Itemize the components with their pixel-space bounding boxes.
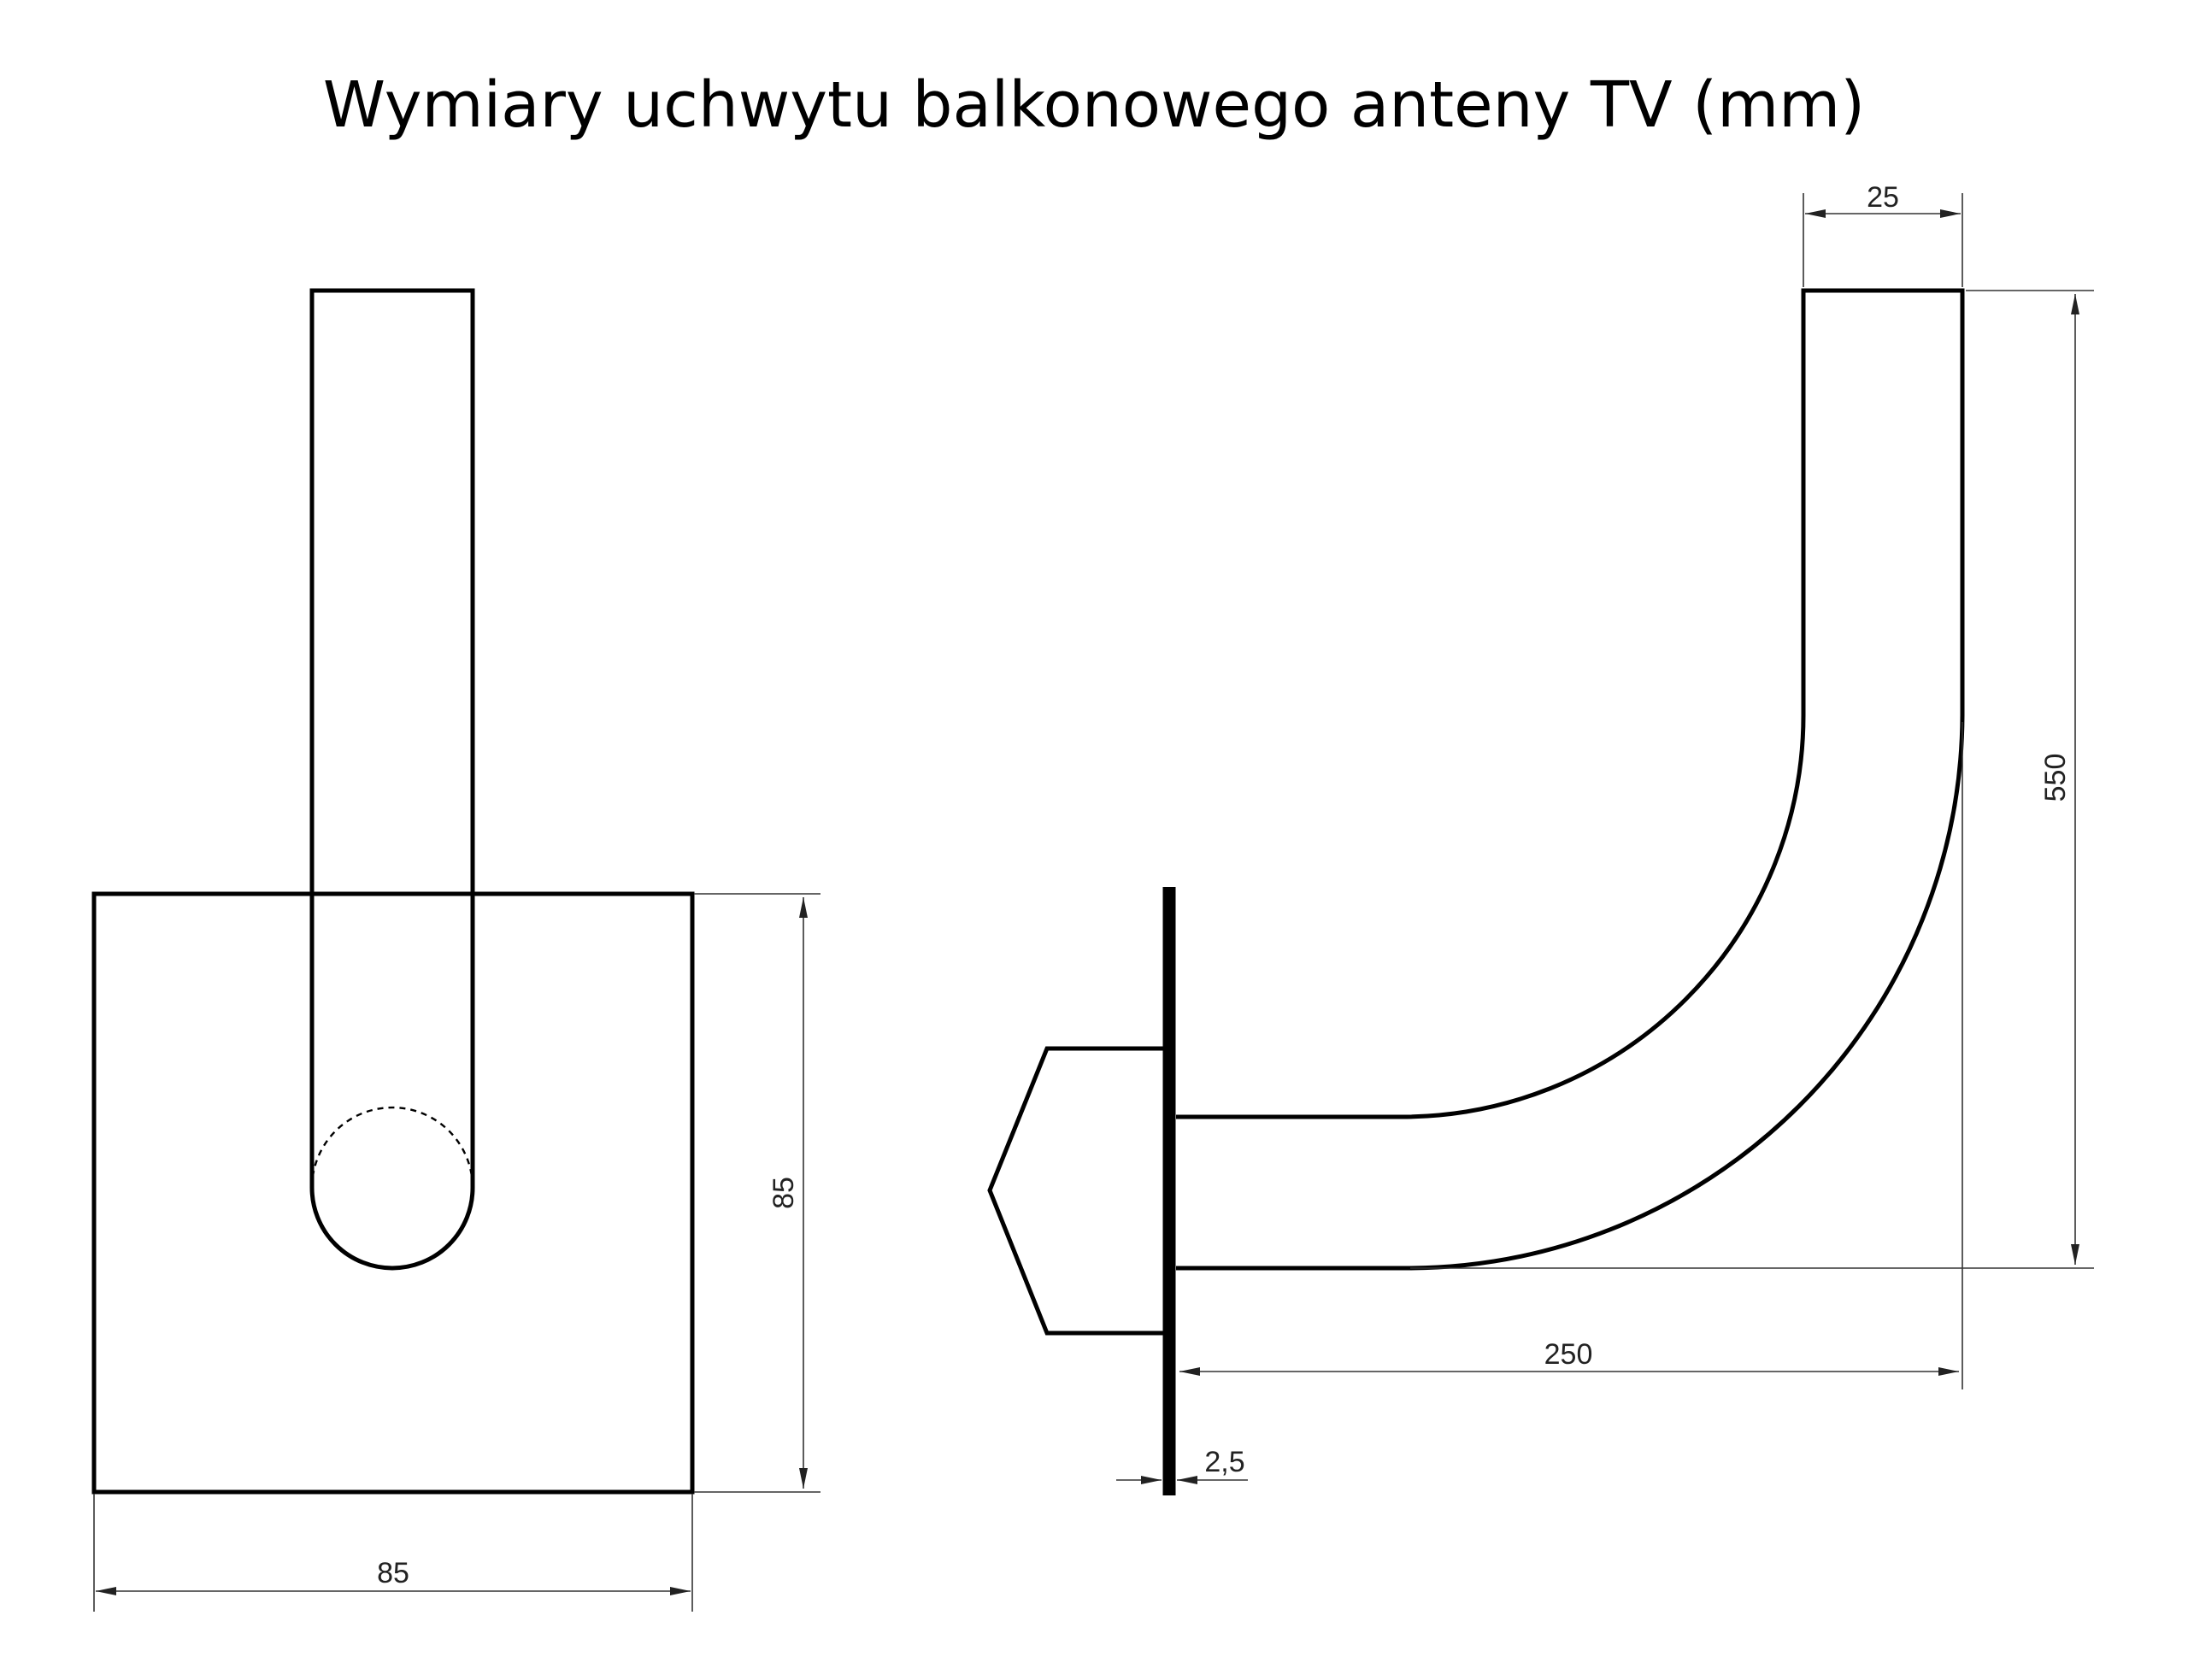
pipe-width-label: 25 (1867, 181, 1899, 214)
clamp-bracket-outline (987, 1046, 1164, 1336)
bent-arm-outline (1176, 288, 1965, 1271)
plate-height-label: 85 (768, 1177, 800, 1209)
arm-height-label: 550 (2039, 754, 2072, 802)
mounting-plate-outline (91, 891, 695, 1495)
arm-length-label: 250 (1544, 1338, 1593, 1371)
side-view: 25 550 250 2,5 (987, 181, 2094, 1495)
plate-width-label: 85 (377, 1557, 409, 1589)
plate-thickness-label: 2,5 (1204, 1446, 1244, 1478)
drawing-title: Wymiary uchwytu balkonowego anteny TV (m… (323, 68, 1865, 142)
pipe-section-hidden-line (310, 1106, 474, 1189)
pipe-slot-outline (309, 288, 475, 1271)
front-view: 85 85 (91, 288, 820, 1612)
